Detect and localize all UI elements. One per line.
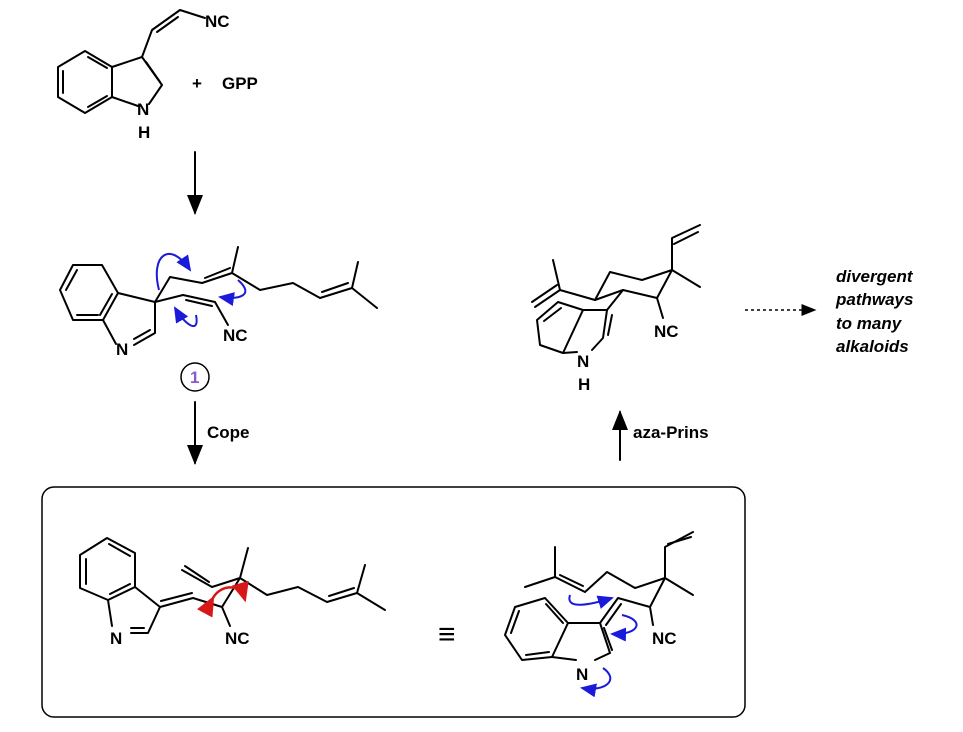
electron-arrow [155,253,192,291]
plus-sign: + [192,74,202,93]
atom-h: H [578,375,590,394]
cope-product-structure: N NC [79,537,386,648]
atom-n: N [110,629,122,648]
isonitrile-indole-structure: N H NC [57,9,230,142]
aza-prins-label: aza-Prins [633,423,709,442]
atom-n: N [137,100,149,119]
intermediate-box [41,486,746,718]
compound-number-circle [180,362,210,392]
atom-nc: NC [654,322,679,341]
equivalence-sign: ≡ [438,618,456,651]
conformer-structure: N NC [504,531,694,698]
gpp-label: GPP [222,74,258,93]
compound-number: 1 [190,368,199,387]
electron-arrow [610,614,638,642]
aza-prins-product-structure: N H NC [531,224,701,394]
bond-rotation-arrow [196,580,249,618]
electron-arrow [218,279,247,306]
outcome-line: divergent [836,267,914,286]
electron-arrow [580,667,612,698]
compound-1-structure: N NC [59,246,378,359]
electron-arrow [568,594,614,609]
atom-n: N [576,665,588,684]
cope-label: Cope [207,423,250,442]
atom-n: N [577,352,589,371]
atom-n: N [116,340,128,359]
atom-nc: NC [223,326,248,345]
electron-arrow [173,306,198,328]
atom-nc: NC [225,629,250,648]
outcome-line: to many [836,314,903,333]
atom-h: H [138,123,150,142]
outcome-text: divergent pathways to many alkaloids [835,267,914,356]
atom-nc: NC [652,629,677,648]
outcome-line: alkaloids [836,337,909,356]
outcome-line: pathways [835,290,913,309]
atom-nc: NC [205,12,230,31]
